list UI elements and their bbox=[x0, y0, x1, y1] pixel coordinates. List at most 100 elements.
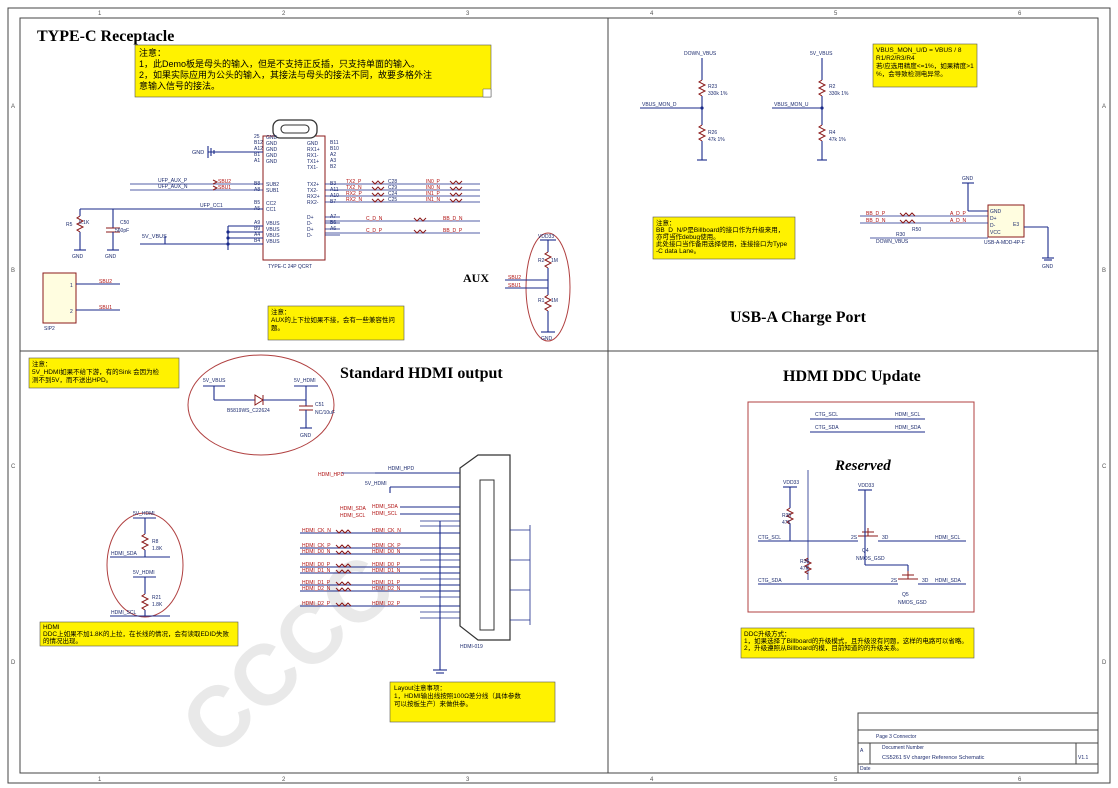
r23-value: 330k 1% bbox=[708, 91, 728, 97]
typec-right-pin-name: TX1+ bbox=[307, 159, 319, 165]
net-hdmi-sda: HDMI_SDA bbox=[895, 425, 922, 431]
typec-vbus: 5V_VBUS bbox=[140, 225, 263, 250]
hdmi-part-name: HDMI-019 bbox=[460, 644, 483, 650]
hdmi-pair-marker bbox=[335, 569, 352, 574]
pin-vcc: VCC bbox=[990, 230, 1001, 236]
typec-left-pin-name: VBUS bbox=[266, 227, 280, 233]
net-hdmi-hpd: HDMI_HPD bbox=[318, 472, 345, 478]
typec-left-pin-number: A4 bbox=[254, 232, 260, 238]
typec-connector[interactable]: TYPE-C 24P QCRT bbox=[262, 119, 326, 270]
note-ddc-upgrade: DDC升级方式： 1，如果选择了Billboard的升级模式，且升级没有问题，这… bbox=[740, 627, 975, 659]
net-down-vbus: DOWN_VBUS bbox=[684, 51, 717, 57]
r2-ref: R2 bbox=[538, 258, 545, 264]
pin-gnd: GND bbox=[990, 209, 1002, 215]
r36-ref: R36 bbox=[800, 559, 809, 565]
ruler-col-6: 6 bbox=[1018, 777, 1022, 783]
hdmi-pair-label-in: HDMI_D2_N bbox=[302, 586, 331, 592]
typec-left-pin-name: GND bbox=[266, 153, 278, 159]
typec-hs-net-label: TX2_P bbox=[346, 179, 362, 185]
pin-2: 2 bbox=[70, 309, 73, 315]
typec-hs-net-label: RX2_P bbox=[346, 191, 363, 197]
q5-part: NMOS_GSD bbox=[898, 600, 927, 606]
typec-gnd: GND bbox=[192, 146, 263, 158]
typec-right-pin-name: TX1- bbox=[307, 165, 318, 171]
net-hdmi-hpd: HDMI_HPD bbox=[388, 466, 415, 472]
typec-usb2-out-label: BB_D_N bbox=[443, 216, 463, 222]
net-5v-vbus: 5V_VBUS bbox=[810, 51, 833, 57]
net-hdmi-sda: HDMI_SDA bbox=[111, 551, 138, 557]
net-hdmi-scl: HDMI_SCL bbox=[895, 412, 921, 418]
ruler-col-4: 4 bbox=[650, 777, 654, 783]
c50-capacitor: C50 560pF GND bbox=[105, 209, 129, 260]
net-hdmi-sda: HDMI_SDA bbox=[340, 506, 367, 512]
typec-left-pin-number: B4 bbox=[254, 238, 260, 244]
gnd-label: GND bbox=[105, 254, 117, 260]
gnd-label: GND bbox=[192, 150, 204, 156]
r8-value: 1.8K bbox=[152, 546, 163, 552]
typec-left-pin-number: A12 bbox=[254, 146, 263, 152]
ruler-columns-top: 1 2 3 4 5 6 bbox=[98, 11, 1022, 17]
net-sbu2: SBU2 bbox=[508, 275, 521, 281]
typec-hs-out-label: IN1_N bbox=[426, 197, 441, 203]
typec-hs-cap: C25 bbox=[388, 197, 397, 203]
net-hdmi-scl: HDMI_SCL bbox=[372, 511, 398, 517]
net-vbus-mon-u: VBUS_MON_U bbox=[774, 102, 809, 108]
net-a-d-n: A_D_N bbox=[950, 218, 967, 224]
typec-left-pin-name: VBUS bbox=[266, 233, 280, 239]
hdmi-connector[interactable]: HDMI-019 bbox=[433, 454, 511, 674]
note-typec: 注意： 1，此Demo板是母头的输入，但是不支持正反插，只支持单面的输入。 2，… bbox=[134, 44, 492, 98]
r35-ref: R35 bbox=[782, 513, 791, 519]
hdmi-pair-marker bbox=[335, 602, 352, 607]
r50-ref: R50 bbox=[912, 227, 921, 233]
doc-number-label: Document Number bbox=[882, 745, 924, 751]
typec-left-pin-name: VBUS bbox=[266, 221, 280, 227]
typec-hs-marker bbox=[449, 198, 463, 203]
net-bb-d-p: BB_D_P bbox=[866, 211, 886, 217]
ruler-col-1: 1 bbox=[98, 11, 102, 17]
typec-right-pin-name: D- bbox=[307, 233, 313, 239]
typec-right-pin-number: B11 bbox=[330, 140, 339, 146]
net-ufp-aux-p: UFP_AUX_P bbox=[158, 178, 188, 184]
hdmi-connector-pins bbox=[510, 525, 531, 625]
note-line: BB_D_N/P是Billboard的接口作为升级来用， bbox=[656, 225, 784, 234]
usba-port-e3[interactable]: GND GND D+ D- VCC E3 USB-A-MDD-4P-F GND … bbox=[860, 176, 1054, 270]
note-line: 注意： bbox=[656, 218, 676, 227]
r4-value: 47k 1% bbox=[829, 137, 846, 143]
gnd-label: GND bbox=[541, 336, 553, 342]
hdmi-pair-label-in: HDMI_D1_P bbox=[302, 580, 331, 586]
r21-value: 1.8K bbox=[152, 602, 163, 608]
hdmi-signal-wires: HDMI_HPD HDMI_HPD 5V_HDMI HDMI_SDA HDMI_… bbox=[300, 466, 460, 640]
typec-right-pin-number: B10 bbox=[330, 146, 339, 152]
net-ctg-scl: CTG_SCL bbox=[758, 535, 781, 541]
typec-hs-out-label: IN1_P bbox=[426, 191, 441, 197]
typec-right-pin-name: D+ bbox=[307, 215, 314, 221]
sip2-header: 1 2 SBU2 SBU1 SIP2 bbox=[42, 272, 120, 332]
net-ctg-sda: CTG_SDA bbox=[815, 425, 839, 431]
typec-usb2-net-label: C_D_P bbox=[366, 228, 383, 234]
ddc-reserved-block: CTG_SCL HDMI_SCL CTG_SDA HDMI_SDA Reserv… bbox=[747, 401, 975, 613]
net-vdd33: VDD33 bbox=[538, 234, 554, 240]
hdmi-pair-marker bbox=[335, 563, 352, 568]
note-line: 2，如果实际应用为公头的输入，其接法与母头的接法不同，故要多格外注 bbox=[139, 69, 432, 80]
note-line: %，会导致检测电异常。 bbox=[876, 69, 947, 78]
net-ctg-sda: CTG_SDA bbox=[758, 578, 782, 584]
hdmi-pair-label-out: HDMI_D2_P bbox=[372, 601, 401, 607]
ruler-row-d: D bbox=[1102, 660, 1107, 666]
note-line: 题。 bbox=[271, 324, 284, 332]
ruler-col-3: 3 bbox=[466, 777, 470, 783]
r2-value: 1M bbox=[551, 258, 558, 264]
ruler-col-5: 5 bbox=[834, 777, 838, 783]
r5-value: 5.1K bbox=[79, 220, 90, 226]
typec-right-pin-number: B2 bbox=[330, 164, 336, 170]
typec-left-pin-name: GND bbox=[266, 135, 278, 141]
doc-title: CS5261 5V charger Reference Schematic bbox=[882, 755, 985, 761]
note-line: DDC升级方式： bbox=[744, 629, 791, 638]
hdmi-pair-marker bbox=[335, 587, 352, 592]
typec-left-pin-number: A1 bbox=[254, 158, 260, 164]
net-a-d-p: A_D_P bbox=[950, 211, 967, 217]
r35-value: 47K bbox=[782, 520, 792, 526]
hdmi-pair-marker bbox=[335, 550, 352, 555]
typec-right-pin-name: RX1- bbox=[307, 153, 319, 159]
typec-right-pin-name: D- bbox=[307, 221, 313, 227]
typec-hs-cap: C29 bbox=[388, 185, 397, 191]
